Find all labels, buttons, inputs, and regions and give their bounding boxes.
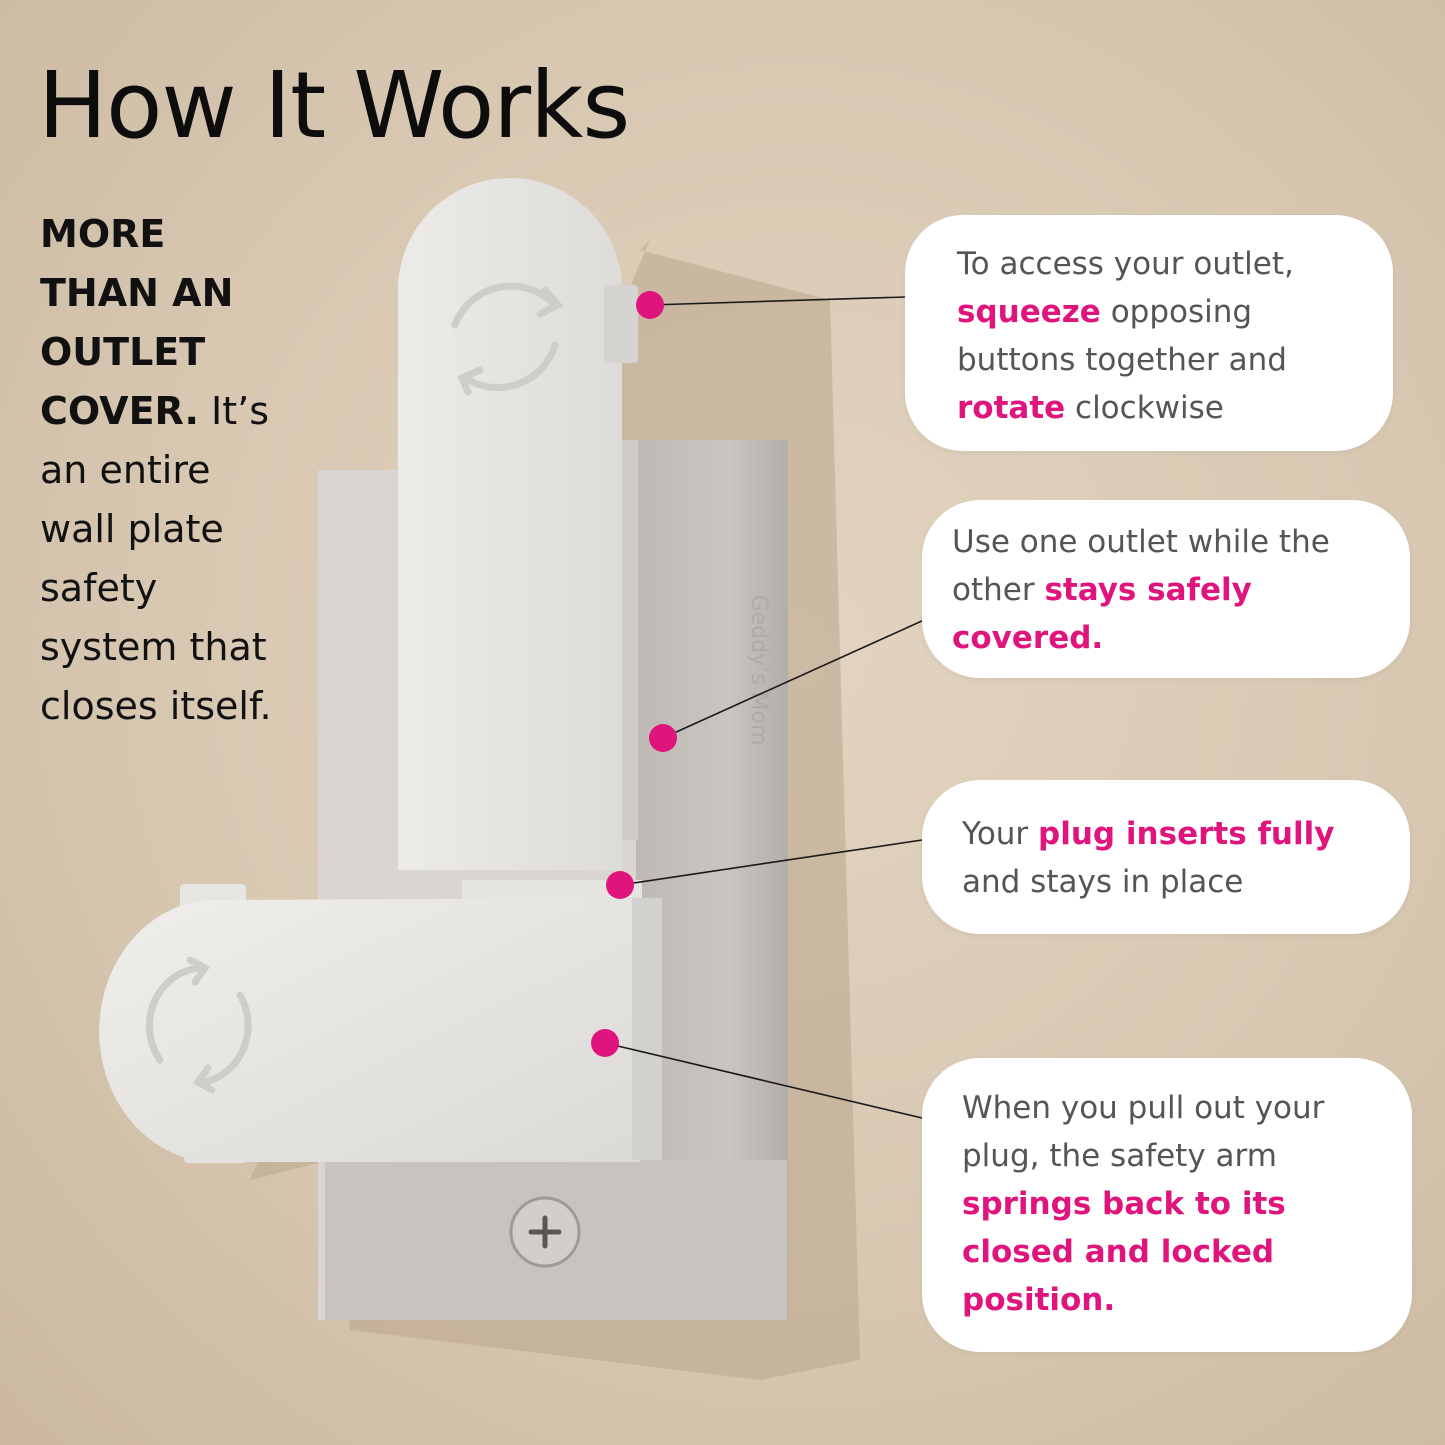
callout-markers (591, 291, 677, 1057)
screw-icon (509, 1196, 581, 1268)
rotate-icon-lower (145, 956, 252, 1094)
marker-4 (591, 1029, 619, 1057)
brand-imprint: Geddy’s Mom (746, 595, 771, 746)
callout-access-outlet: To access your outlet, squeeze opposing … (905, 215, 1393, 451)
intro-body: It’s an entire wall plate safety system … (40, 389, 272, 728)
leader-lines (604, 296, 925, 1119)
page-title: How It Works (38, 52, 630, 159)
upper-cover (398, 178, 638, 870)
marker-1 (636, 291, 664, 319)
intro-text: MORE THAN AN OUTLET COVER. It’s an entir… (40, 205, 295, 736)
marker-3 (606, 871, 634, 899)
intro-bold: MORE THAN AN OUTLET COVER. (40, 212, 234, 433)
marker-2 (649, 724, 677, 752)
rotate-icon-upper (451, 282, 564, 396)
callout-plug-inserts: Your plug inserts fully and stays in pla… (922, 780, 1410, 934)
callout-one-outlet: Use one outlet while the other stays saf… (922, 500, 1410, 678)
callout-springs-back: When you pull out your plug, the safety … (922, 1058, 1412, 1352)
lower-arm (99, 884, 662, 1163)
